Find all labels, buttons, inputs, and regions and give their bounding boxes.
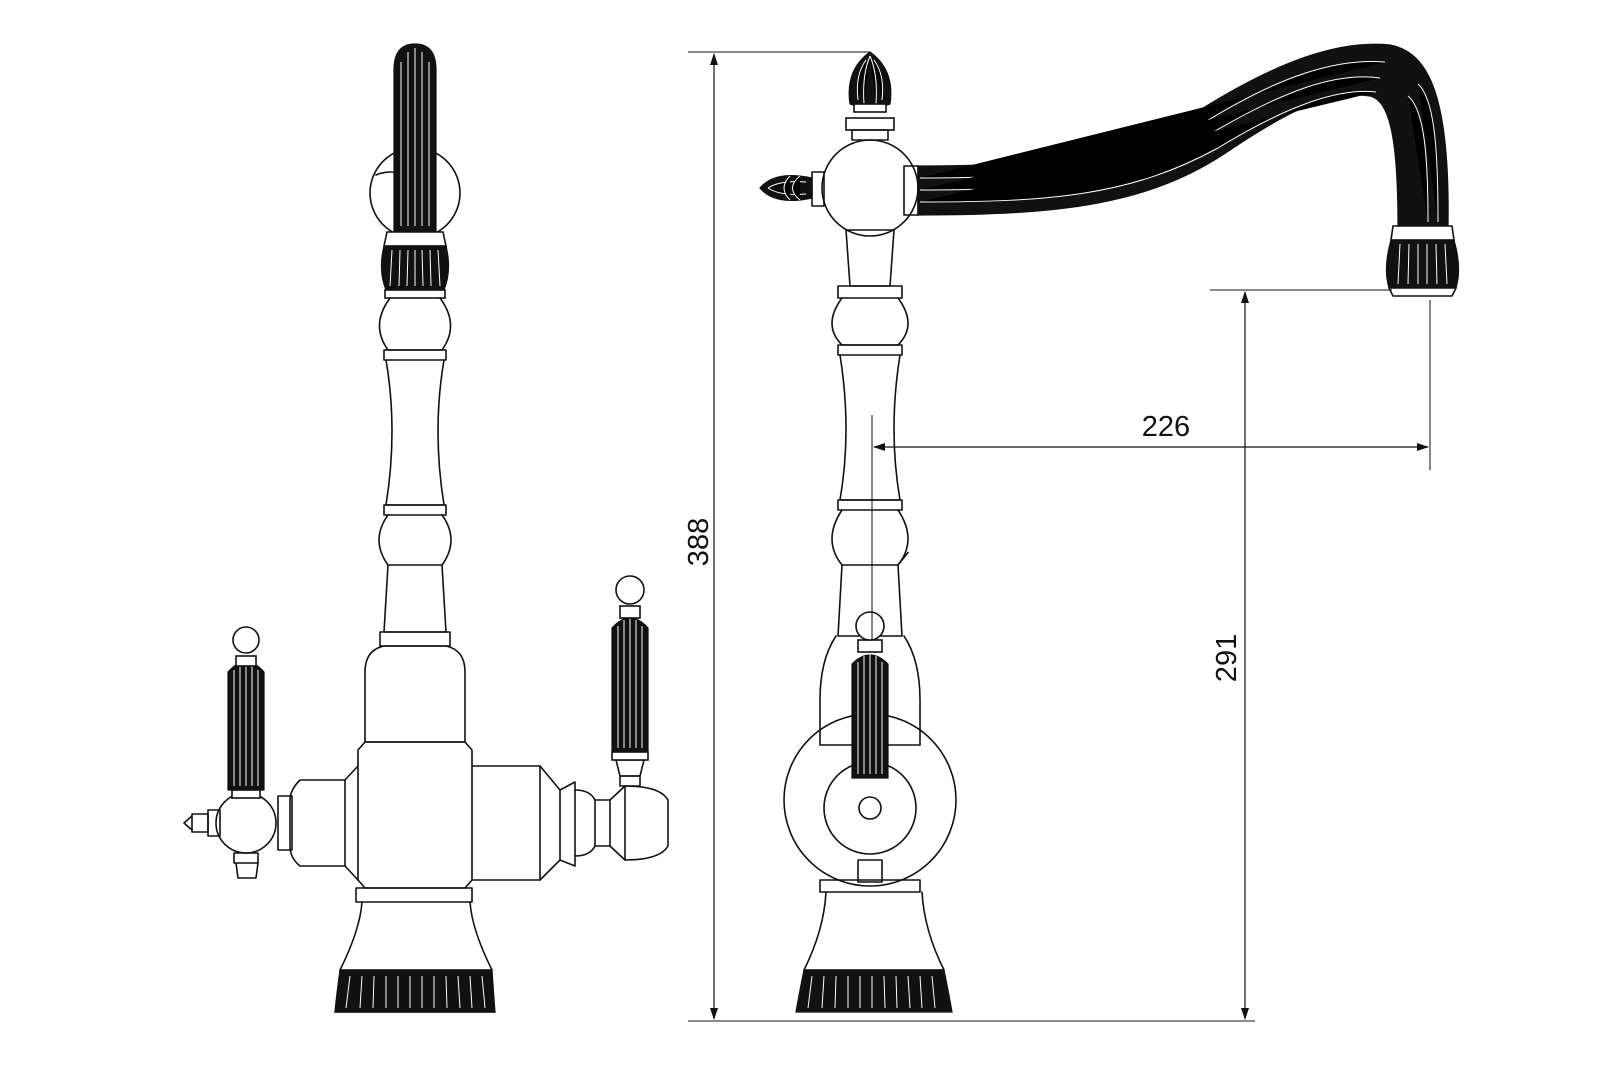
- front-column-body: [378, 297, 452, 647]
- side-aerator: [1385, 225, 1460, 297]
- height-dimension-label: 388: [683, 518, 715, 566]
- front-base: [334, 887, 496, 1013]
- front-top-collar: [380, 231, 450, 299]
- side-handle: [851, 611, 889, 779]
- side-view: [759, 43, 1460, 1013]
- front-view: [183, 43, 669, 1013]
- front-right-handle: [609, 575, 669, 861]
- reach-dimension-label: 226: [1142, 411, 1190, 443]
- side-base: [795, 891, 953, 1013]
- side-spout: [917, 43, 1449, 227]
- front-left-handle: [183, 626, 346, 879]
- side-top-knob: [845, 51, 895, 141]
- side-column-body: [831, 229, 909, 637]
- side-valve-hub: [759, 139, 919, 237]
- clearance-dimension-label: 291: [1211, 634, 1243, 682]
- dimension-lines: 388 226 291: [683, 51, 1431, 1022]
- front-main-body: [344, 645, 611, 889]
- front-spout-column: [393, 43, 437, 233]
